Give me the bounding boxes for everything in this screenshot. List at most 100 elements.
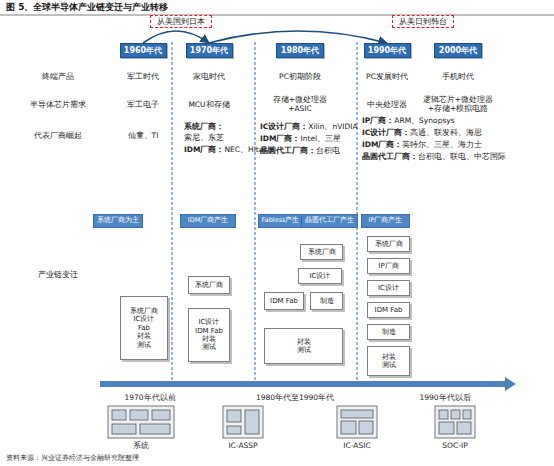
text-label: 手机时代 [442,72,474,81]
era-divider [255,42,256,380]
text-label: IC设计厂商： [362,128,410,137]
text-label: Xilin、nVIDIA [308,122,357,131]
text-label: 终端产品 [42,72,74,81]
node-text: 系统厂商 [195,281,223,289]
node-text: 系统厂商为主 [97,217,139,225]
stage-bar: 晶圆代工厂产生 [301,214,358,228]
node-text: 制造 [320,297,334,305]
text-label: 索尼、东芝 [184,133,224,142]
chain-box: IP厂商 [367,258,410,274]
era-header: 2000年代 [434,43,482,58]
node-text: 封装 [297,338,311,346]
text-label: 中央处理器 [367,100,407,109]
node-text: 从美国到日本 [157,17,205,26]
era-divider [357,42,358,380]
node-text: IP厂商产生 [369,217,403,225]
assp-chip-icon [223,406,263,438]
node-text: 从美日到韩台 [399,17,447,26]
node-text: 测试 [382,361,396,369]
text-label: 军工时代 [127,72,159,81]
asic-chip-icon [337,406,377,438]
text-label: 1990年代以后 [419,393,470,402]
chart-title: 图 5、全球半导体产业链变迁与产业转移 [6,2,168,13]
era-header: 1990年代 [364,43,411,58]
stage-bar: IDM厂商产生 [180,214,236,228]
chain-box: IC设计 [367,280,410,296]
text-label: 逻辑芯片+微处理器+存储+模拟电路 [417,95,499,114]
text-label: MCU和存储 [188,100,229,109]
node-text: IDM Fab [375,306,403,314]
node-text: 系统厂商 [375,240,403,248]
node-text: Fab [138,324,150,332]
node-text: 封装 [382,353,396,361]
node-text: Fabless产生 [262,217,300,225]
text-label: SOC-IP [442,441,467,450]
chain-box: IC设计 [298,268,342,284]
text-label: 英特尔、三星、海力士 [402,140,482,149]
text-label: IDM厂商： [260,134,300,143]
era-header: 1970年代 [186,43,233,58]
node-text: 测试 [137,341,151,349]
text-label: IDM厂商： [362,140,402,149]
node-text: 1970年代 [190,46,228,56]
text-label: IC-ASIC [343,441,370,450]
chain-box: 制造 [367,324,410,340]
chain-box: 封装测试 [367,346,410,376]
node-text: 测试 [297,346,311,354]
timeline-head [505,377,516,391]
chain-box: 封装测试 [264,328,343,364]
source-caption: 资料来源：兴业证券经济与金融研究院整理 [6,454,139,463]
timeline-bar [100,381,505,387]
node-text: 封装 [202,335,216,343]
transfer-arrow [143,31,209,43]
node-text: IDM Fab [270,297,298,305]
era-header: 1960年代 [120,43,167,58]
node-text: 1960年代 [124,46,162,56]
node-text: IDM厂商产生 [188,217,229,225]
text-label: 台积电 [316,146,340,155]
node-text: 封装 [137,332,151,340]
chain-box: IDM Fab [367,302,410,318]
stage-bar: IP厂商产生 [361,214,410,228]
text-label: 晶圆代工厂商： [362,152,418,161]
text-label: 系统 [133,441,149,450]
node-text: IC设计 [199,318,220,326]
node-text: IC设计 [134,315,155,323]
node-text: IP厂商 [378,262,398,270]
chain-box: IDM Fab [264,292,304,310]
text-label: 1980年代至1990年代 [256,393,334,402]
chain-box: 系统厂商 [188,276,230,294]
chain-box: IC设计IDM Fab封装测试 [188,308,230,362]
stage-bar: 系统厂商为主 [93,214,143,228]
chain-box: 系统厂商 [367,236,410,252]
node-text: 测试 [202,343,216,351]
chain-box: 系统厂商IC设计Fab封装测试 [120,296,168,360]
text-label: PC初期阶段 [279,72,321,81]
text-label: 代表厂商崛起 [34,131,82,140]
node-text: IC设计 [378,284,399,292]
text-label: 存储+微处理器+ASIC [269,95,331,114]
era-divider [172,42,173,380]
stage-bar: Fabless产生 [258,214,304,228]
text-label: 产业链变迁 [38,270,78,279]
text-label: 半导体芯片需求 [30,100,86,109]
chain-box: 系统厂商 [300,244,343,260]
title-rule [0,15,554,16]
node-text: 系统厂商 [308,248,336,256]
system-board-icon [108,406,174,438]
text-label: 军工电子 [127,100,159,109]
text-label: 台积电、联电、中芯国际 [418,152,506,161]
chain-box: 制造 [310,292,343,310]
text-label: 系统厂商： [184,122,224,131]
text-label: IC设计厂商： [260,122,308,131]
callout-box: 从美日到韩台 [392,15,454,28]
text-label: Intel、三星 [300,134,341,143]
text-label: 1970年代以前 [124,393,175,402]
transfer-arrow [209,31,387,43]
text-label: 高通、联发科、海思 [410,128,482,137]
soc-chip-icon [435,406,475,438]
text-label: PC发展时代 [366,72,408,81]
node-text: 制造 [382,328,396,336]
node-text: 1990年代 [368,46,406,56]
node-text: 晶圆代工厂产生 [305,217,354,225]
